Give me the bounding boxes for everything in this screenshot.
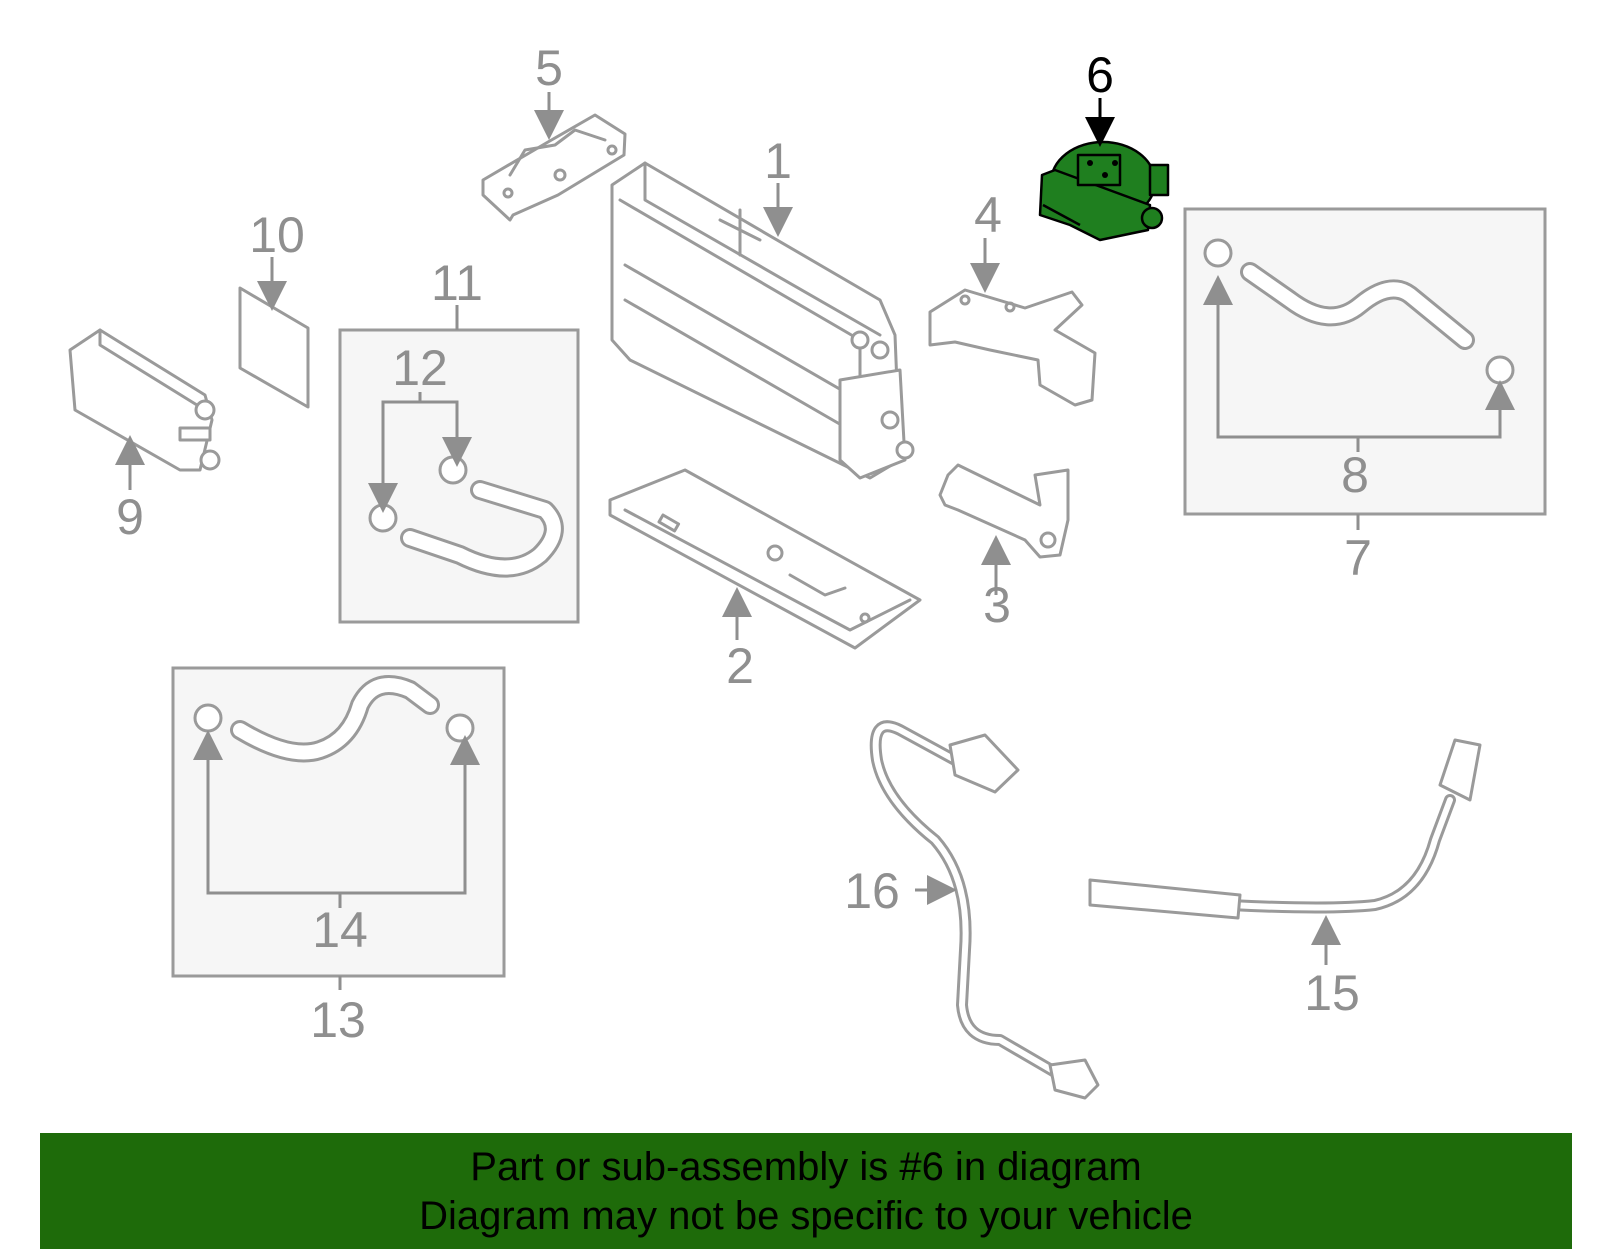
label-11: 11 [431, 255, 483, 311]
label-1: 1 [764, 133, 792, 189]
label-7: 7 [1344, 530, 1372, 586]
part-10-pad [238, 286, 310, 409]
label-5: 5 [535, 40, 563, 96]
label-13: 13 [310, 992, 366, 1048]
label-12: 12 [392, 340, 448, 396]
part-15-sensor [1088, 738, 1482, 920]
label-10: 10 [249, 207, 305, 263]
label-9: 9 [116, 489, 144, 545]
part-3-bracket [938, 463, 1070, 559]
banner-line-2: Diagram may not be specific to your vehi… [419, 1194, 1193, 1238]
label-4: 4 [974, 187, 1002, 243]
info-banner: Part or sub-assembly is #6 in diagram Di… [40, 1133, 1572, 1249]
parts-diagram: 5 6 1 10 11 12 4 9 3 2 8 7 16 14 13 15 [68, 40, 1547, 1100]
label-14: 14 [312, 902, 368, 958]
part-8-hose [1203, 238, 1515, 385]
label-2: 2 [726, 638, 754, 694]
label-6: 6 [1086, 47, 1114, 103]
leader-lines [115, 92, 1515, 990]
label-16: 16 [844, 863, 900, 919]
label-15: 15 [1304, 965, 1360, 1021]
part-2-tray [608, 468, 922, 650]
part-9-filter [68, 328, 221, 472]
label-3: 3 [983, 577, 1011, 633]
label-8: 8 [1341, 447, 1369, 503]
part-5-bracket [481, 113, 627, 222]
box-7 [1183, 207, 1547, 516]
part-16-sensor [869, 720, 1100, 1100]
banner-line-1: Part or sub-assembly is #6 in diagram [470, 1145, 1142, 1189]
part-1-canister [610, 161, 915, 480]
part-6-valve [1038, 140, 1170, 242]
part-4-bracket [928, 288, 1097, 407]
